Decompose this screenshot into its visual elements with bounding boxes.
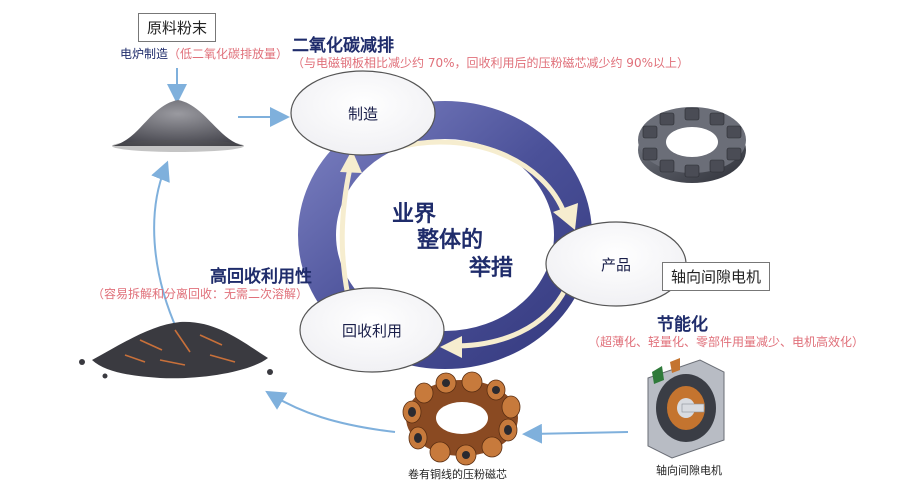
raw-material-note-main: 电炉制造	[120, 47, 169, 61]
powder-pile-image	[112, 100, 244, 152]
manufacture-oval	[290, 70, 436, 156]
energy-detail: （超薄化、轻量化、零部件用量减少、电机高效化）	[588, 335, 865, 349]
co2-heading: 二氧化碳减排	[292, 36, 394, 56]
center-text-line2: 整体的	[417, 228, 484, 253]
raw-material-box: 原料粉末	[138, 13, 217, 42]
recycled-scrap-image	[79, 321, 273, 379]
stage-manufacture: 制造	[347, 105, 378, 123]
cycle-arrowhead-left	[340, 150, 362, 173]
product-label: 轴向间隙电机	[671, 268, 762, 286]
wound-core-image	[402, 371, 521, 466]
cycle-arrowhead-right	[553, 203, 578, 230]
cycle-arrow-left	[339, 167, 353, 297]
caption-motor: 轴向间隙电机	[656, 464, 722, 477]
stage-recycle: 回收利用	[341, 322, 402, 340]
stator-core-image	[638, 107, 746, 183]
arrow-core-to-scrap	[265, 390, 396, 433]
caption-core-with-wire: 卷有铜线的压粉磁芯	[408, 468, 507, 481]
product-label-box: 轴向间隙电机	[662, 262, 771, 291]
energy-heading: 节能化	[657, 315, 708, 335]
arrow-motor-to-core	[522, 423, 629, 444]
center-text-line1: 业界	[392, 202, 437, 227]
raw-material-note: 电炉制造（低二氧化碳排放量）	[120, 45, 288, 62]
raw-material-note-paren: （低二氧化碳排放量）	[168, 47, 289, 61]
cycle-arrow-right	[394, 139, 568, 216]
cycle-arrowhead-bottom	[440, 336, 462, 358]
recycle-oval	[299, 287, 445, 373]
axial-gap-motor-image	[647, 358, 725, 459]
recyclability-heading: 高回收利用性	[210, 267, 312, 287]
arrow-scrap-to-powder	[151, 160, 179, 333]
stage-product: 产品	[600, 256, 631, 274]
raw-material-label: 原料粉末	[147, 19, 208, 37]
cycle-arrow-bottom	[457, 286, 569, 349]
center-text-line3: 举措	[469, 256, 514, 281]
recyclability-detail: （容易拆解和分离回收：无需二次溶解）	[92, 287, 309, 301]
co2-detail: （与电磁钢板相比减少约 70%，回收利用后的压粉磁芯减少约 90%以上）	[292, 56, 689, 70]
